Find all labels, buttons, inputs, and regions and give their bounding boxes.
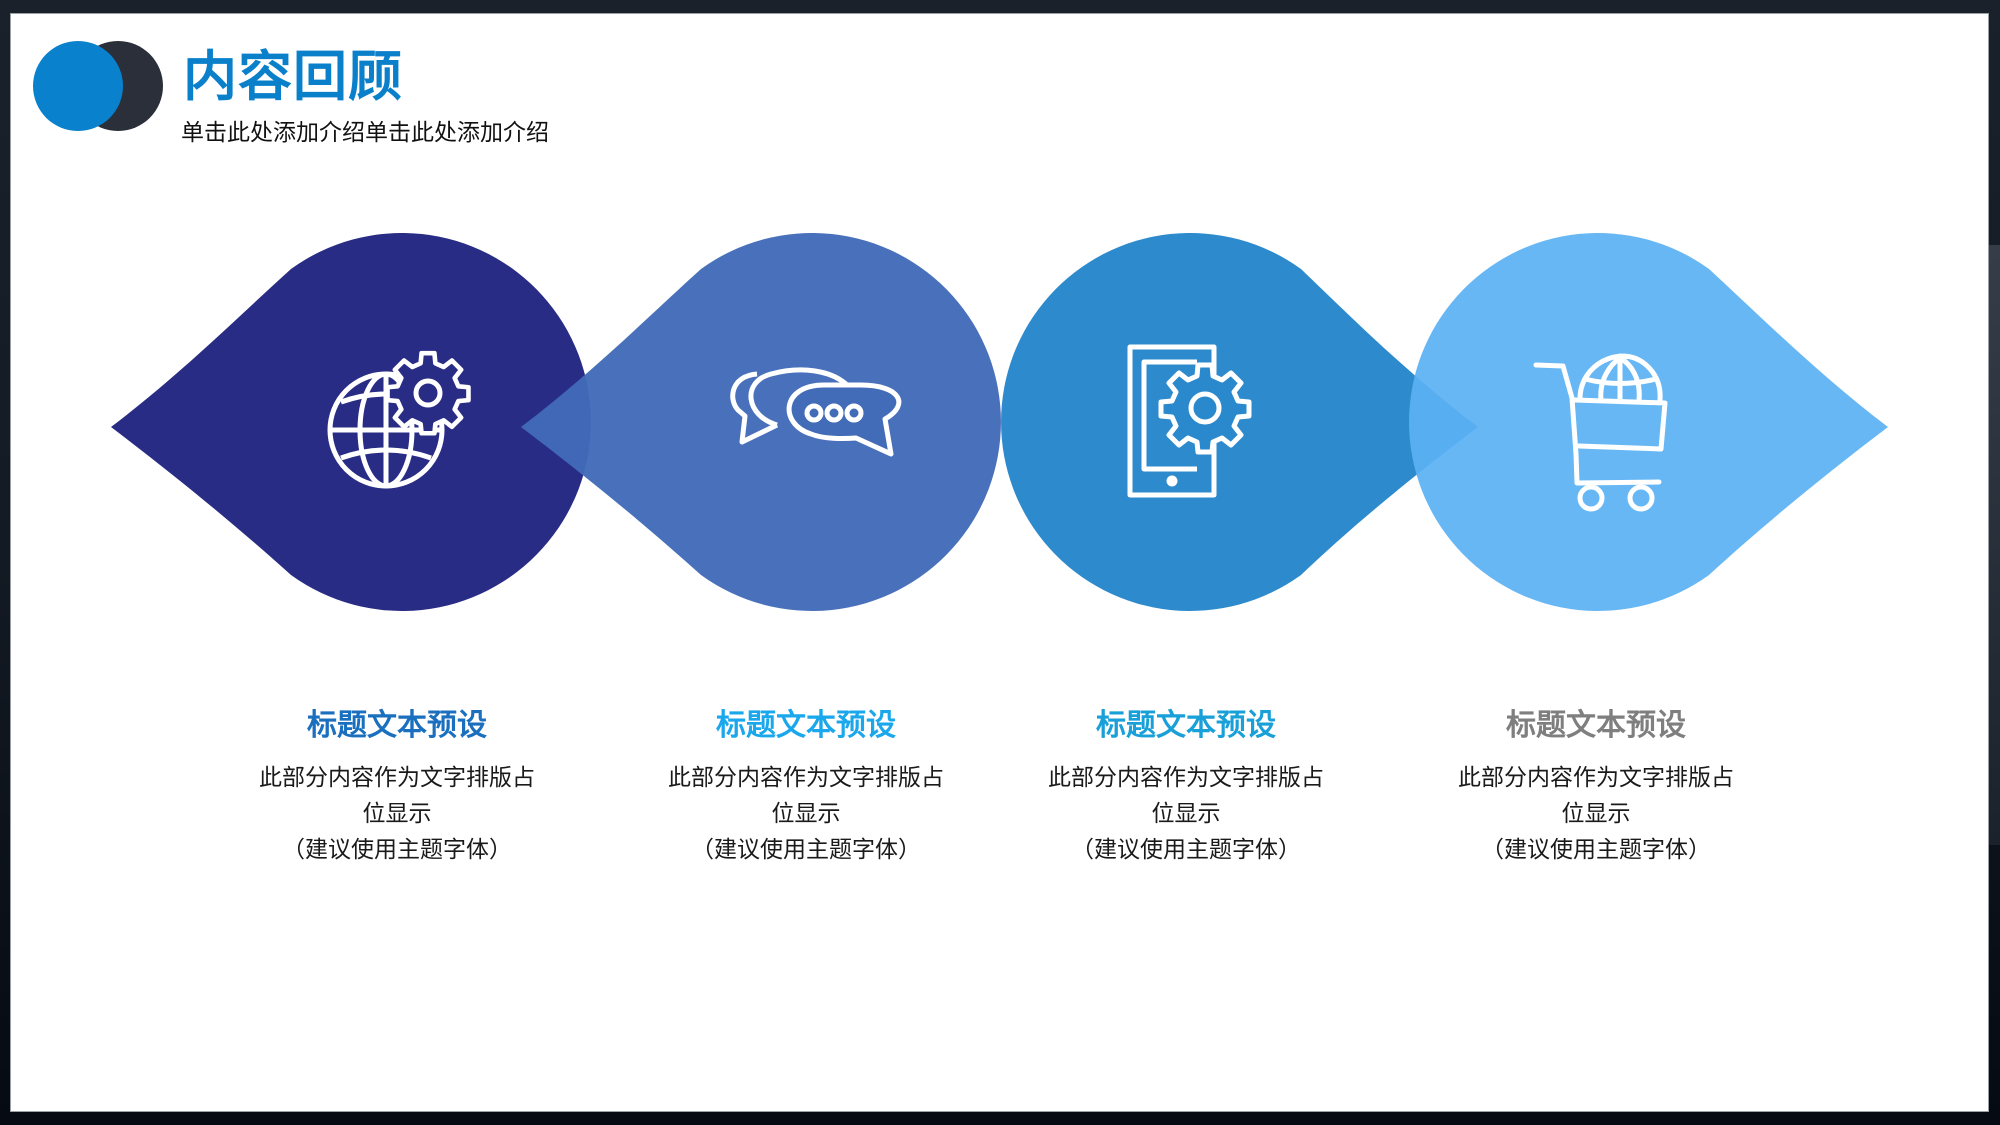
chat-bubbles-icon xyxy=(730,367,902,457)
step-3-body[interactable]: 此部分内容作为文字排版占 位显示 （建议使用主题字体） xyxy=(996,760,1376,868)
step-4-text: 标题文本预设 此部分内容作为文字排版占 位显示 （建议使用主题字体） xyxy=(1406,704,1786,868)
step-4-body-line-1: 此部分内容作为文字排版占 xyxy=(1458,765,1734,791)
shopping-cart-globe-icon xyxy=(1533,353,1668,512)
step-3-text: 标题文本预设 此部分内容作为文字排版占 位显示 （建议使用主题字体） xyxy=(996,704,1376,868)
step-2-text: 标题文本预设 此部分内容作为文字排版占 位显示 （建议使用主题字体） xyxy=(616,704,996,868)
step-2-body-line-2: 位显示 xyxy=(771,801,841,827)
background-band xyxy=(1988,245,2000,845)
step-2-title[interactable]: 标题文本预设 xyxy=(716,708,896,743)
step-1-body[interactable]: 此部分内容作为文字排版占 位显示 （建议使用主题字体） xyxy=(207,760,587,868)
step-3-body-line-3: （建议使用主题字体） xyxy=(1071,837,1301,863)
step-4-title[interactable]: 标题文本预设 xyxy=(1506,708,1686,743)
step-3-body-line-1: 此部分内容作为文字排版占 xyxy=(1048,765,1324,791)
step-3-body-line-2: 位显示 xyxy=(1151,801,1221,827)
step-3-title[interactable]: 标题文本预设 xyxy=(1096,708,1276,743)
step-2-body[interactable]: 此部分内容作为文字排版占 位显示 （建议使用主题字体） xyxy=(616,760,996,868)
step-4-shape xyxy=(1409,232,1888,611)
page-title: 内容回顾 xyxy=(183,45,403,108)
step-1-title[interactable]: 标题文本预设 xyxy=(307,708,487,743)
logo-circles-icon xyxy=(33,41,163,131)
step-1-shape xyxy=(111,232,591,611)
slide: 内容回顾 单击此处添加介绍单击此处添加介绍 xyxy=(11,14,1988,1111)
step-1-body-line-3: （建议使用主题字体） xyxy=(282,837,512,863)
step-4-body-line-3: （建议使用主题字体） xyxy=(1481,837,1711,863)
step-4-body-line-2: 位显示 xyxy=(1561,801,1631,827)
step-1-body-line-1: 此部分内容作为文字排版占 xyxy=(259,765,535,791)
step-2-body-line-3: （建议使用主题字体） xyxy=(691,837,921,863)
step-4-body[interactable]: 此部分内容作为文字排版占 位显示 （建议使用主题字体） xyxy=(1406,760,1786,868)
step-1-body-line-2: 位显示 xyxy=(362,801,432,827)
page-subtitle[interactable]: 单击此处添加介绍单击此处添加介绍 xyxy=(181,120,549,146)
mobile-settings-icon xyxy=(1127,344,1252,498)
step-3-shape xyxy=(1001,232,1478,611)
globe-gear-icon xyxy=(327,350,471,489)
process-diagram xyxy=(111,232,1888,612)
step-2-shape xyxy=(521,232,1001,612)
step-1-text: 标题文本预设 此部分内容作为文字排版占 位显示 （建议使用主题字体） xyxy=(207,704,587,868)
step-2-body-line-1: 此部分内容作为文字排版占 xyxy=(668,765,944,791)
